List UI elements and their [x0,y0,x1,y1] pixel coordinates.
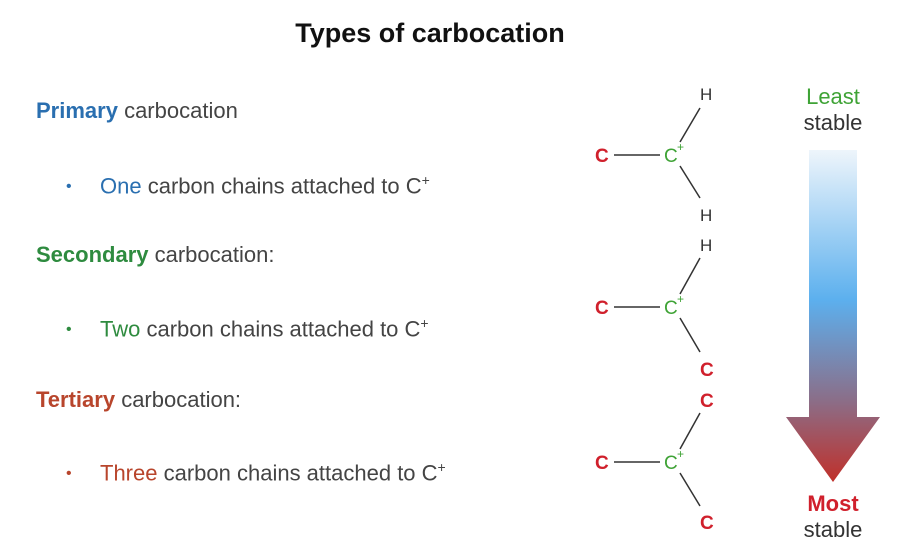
secondary-bullet-text: carbon chains attached to C [140,316,421,342]
secondary-bullet-charge: + [420,315,429,331]
atom-h: H [700,206,712,225]
bond [679,317,701,353]
most-keyword: Most [807,491,859,516]
tertiary-heading: Tertiary carbocation: [36,387,241,413]
secondary-bullet-keyword: Two [100,316,141,342]
bond [679,257,701,295]
primary-heading: Primary carbocation [36,98,238,124]
atom-c: C [700,513,714,534]
primary-heading-rest: carbocation [117,98,238,123]
tertiary-bullet-charge: + [437,459,446,475]
bullet-dot: • [66,465,72,483]
bullet-dot: • [66,321,72,339]
primary-bullet-charge: + [421,172,430,188]
least-keyword: Least [806,84,860,109]
primary-bullet-text: carbon chains attached to C [141,173,422,199]
tertiary-bullet: • Three carbon chains attached to C+ [66,459,446,486]
bond [679,165,701,199]
atom-c: C [700,360,714,381]
secondary-heading-rest: carbocation: [148,242,275,267]
cation-center: C [664,298,678,319]
atom-c: C [595,298,609,319]
tertiary-keyword: Tertiary [36,387,116,412]
secondary-heading: Secondary carbocation: [36,242,274,268]
tertiary-heading-rest: carbocation: [115,387,242,412]
least-stable-word: stable [803,110,863,135]
most-stable-word: stable [803,517,863,542]
primary-keyword: Primary [36,98,118,123]
atom-h: H [700,85,712,104]
secondary-structure: C C + H C [595,236,714,381]
atom-h: H [700,236,712,255]
primary-structure: C C + H H [595,85,712,225]
stability-arrow [786,150,880,482]
bond [679,412,701,450]
atom-c: C [700,391,714,412]
tertiary-structure: C C + C C [595,391,714,534]
secondary-bullet: • Two carbon chains attached to C+ [66,315,429,342]
bond [679,107,701,143]
most-stable-label: Most stable [788,491,878,543]
tertiary-bullet-text: carbon chains attached to C [157,460,438,486]
bond [679,472,701,507]
cation-center: C [664,453,678,474]
cation-center: C [664,146,678,167]
atom-c: C [595,453,609,474]
bullet-dot: • [66,178,72,196]
cation-charge: + [677,447,684,461]
primary-bullet: • One carbon chains attached to C+ [66,172,430,199]
page-title: Types of carbocation [295,18,565,48]
least-stable-label: Least stable [788,84,878,136]
tertiary-bullet-keyword: Three [100,460,158,486]
secondary-keyword: Secondary [36,242,149,267]
atom-c: C [595,146,609,167]
primary-bullet-keyword: One [100,173,142,199]
cation-charge: + [677,140,684,154]
cation-charge: + [677,292,684,306]
